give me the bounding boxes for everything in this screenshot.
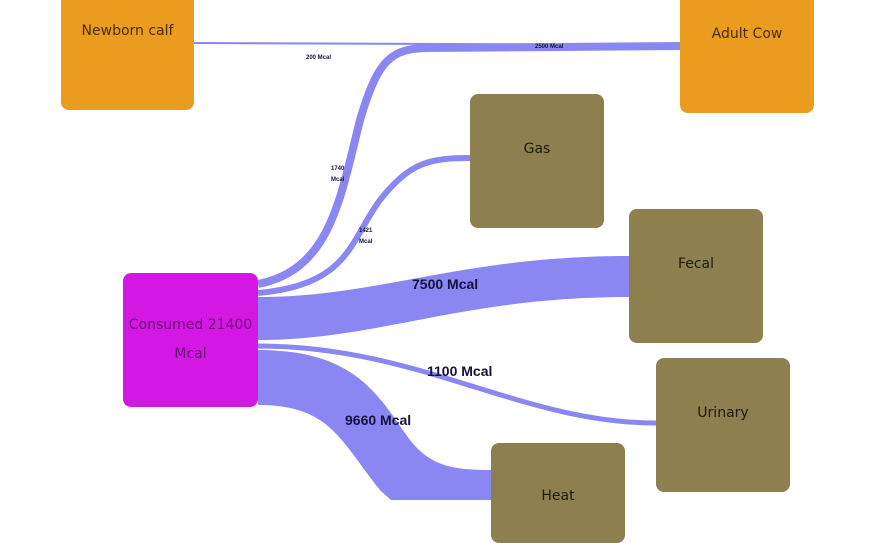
node-label: Adult Cow bbox=[711, 26, 783, 42]
node-label-line2: Mcal bbox=[174, 346, 207, 362]
label-value: 1421 bbox=[359, 228, 373, 234]
node-label: Gas bbox=[523, 141, 551, 157]
node-label: Urinary bbox=[697, 405, 749, 421]
link-consumed-to-urinary bbox=[257, 343, 657, 426]
label-calf-to-cow: 200 Mcal bbox=[306, 55, 332, 61]
node-adult-cow: Adult Cow bbox=[680, 0, 814, 113]
node-consumed: Consumed 21400 Mcal bbox=[123, 273, 258, 407]
node-label: Newborn calf bbox=[81, 23, 174, 39]
link-consumed-to-cow bbox=[257, 42, 681, 288]
node-label: Fecal bbox=[677, 256, 715, 272]
link-consumed-to-gas bbox=[257, 155, 471, 296]
node-heat: Heat bbox=[491, 443, 625, 543]
link-consumed-to-fecal bbox=[258, 256, 629, 340]
label-fecal: 7500 Mcal bbox=[412, 276, 479, 292]
node-gas: Gas bbox=[470, 94, 604, 228]
label-heat: 9660 Mcal bbox=[345, 412, 412, 428]
node-fecal: Fecal bbox=[629, 209, 763, 343]
label-cow-branch: 1740 Mcal bbox=[331, 164, 344, 187]
label-value: 1740 bbox=[331, 166, 345, 172]
sankey-links bbox=[193, 42, 681, 500]
label-unit: Mcal bbox=[331, 177, 345, 184]
node-label-line1: Consumed 21400 bbox=[128, 316, 253, 333]
label-into-cow: 2500 Mcal bbox=[535, 44, 564, 50]
node-label: Heat bbox=[541, 488, 575, 504]
link-consumed-to-heat bbox=[258, 350, 491, 500]
node-urinary: Urinary bbox=[656, 358, 790, 492]
node-newborn-calf: Newborn calf bbox=[61, 0, 194, 110]
label-gas: 1421 Mcal bbox=[359, 226, 372, 249]
label-urinary: 1100 Mcal bbox=[427, 363, 493, 379]
label-unit: Mcal bbox=[359, 239, 373, 246]
